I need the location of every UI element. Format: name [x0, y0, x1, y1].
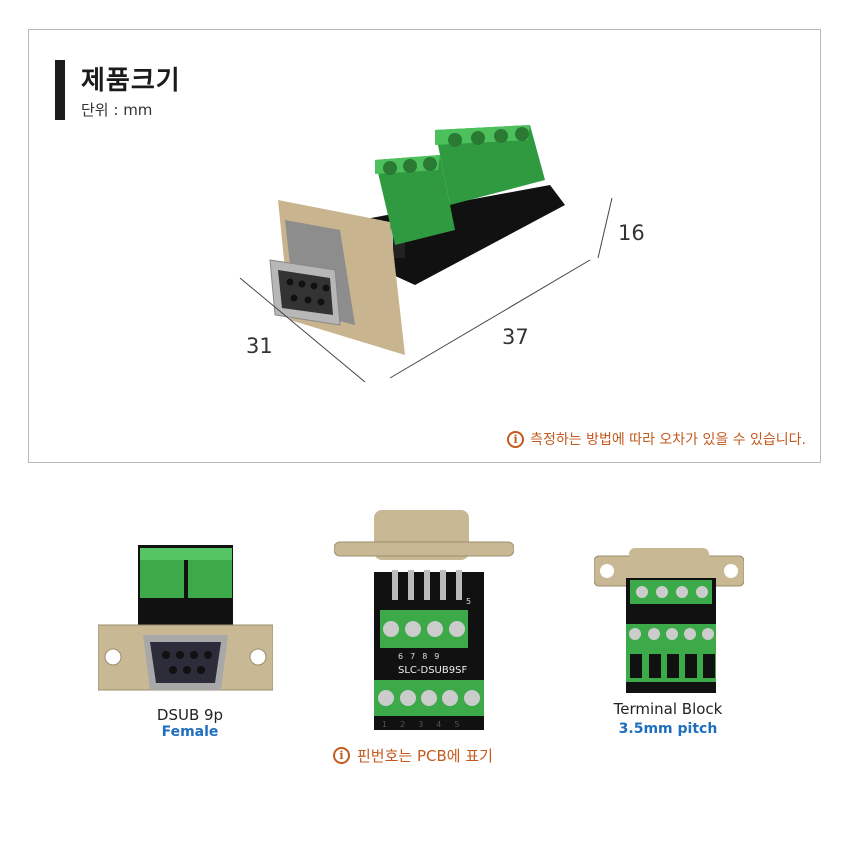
- section-title: 제품크기: [81, 66, 181, 96]
- width-value: 37: [502, 325, 529, 349]
- dsub-female-photo: [98, 545, 273, 691]
- height-value: 16: [618, 221, 645, 245]
- width-dimension-line: [389, 259, 591, 379]
- info-icon: i: [333, 747, 350, 764]
- height-dimension-line: [597, 197, 613, 259]
- depth-value: 31: [246, 334, 273, 358]
- pcb-corner-pin-label: 5: [466, 597, 472, 606]
- pin-number-note: i 핀번호는 PCB에 표기: [333, 745, 493, 766]
- dimension-panel: [28, 29, 821, 463]
- pcb-model-label: SLC-DSUB9SF: [398, 665, 468, 676]
- unit-label: 단위 : mm: [81, 101, 153, 119]
- info-icon: i: [507, 430, 525, 448]
- product-1-detail: Female: [161, 724, 219, 740]
- pcb-top-pin-labels: 6789: [398, 652, 447, 661]
- product-dimension-photo: [239, 125, 613, 383]
- product-3-detail: 3.5mm pitch: [618, 721, 718, 737]
- pin-note-text: 핀번호는 PCB에 표기: [357, 747, 493, 765]
- pcb-board: [360, 185, 565, 285]
- terminal-block-back: [435, 125, 545, 205]
- title-accent-bar: [55, 60, 65, 120]
- measurement-notice: i 측정하는 방법에 따라 오차가 있을 수 있습니다.: [507, 429, 806, 449]
- terminal-block-front: [375, 155, 455, 245]
- dsub-connector: [269, 200, 405, 355]
- terminal-block-photo: [594, 548, 744, 693]
- product-3-name: Terminal Block: [613, 700, 723, 718]
- pcb-top-view-photo: [334, 510, 514, 730]
- notice-text: 측정하는 방법에 따라 오차가 있을 수 있습니다.: [530, 432, 806, 448]
- product-1-name: DSUB 9p: [156, 706, 224, 724]
- depth-dimension-line: [239, 277, 366, 383]
- pcb-bottom-pin-labels: 12345: [382, 720, 473, 729]
